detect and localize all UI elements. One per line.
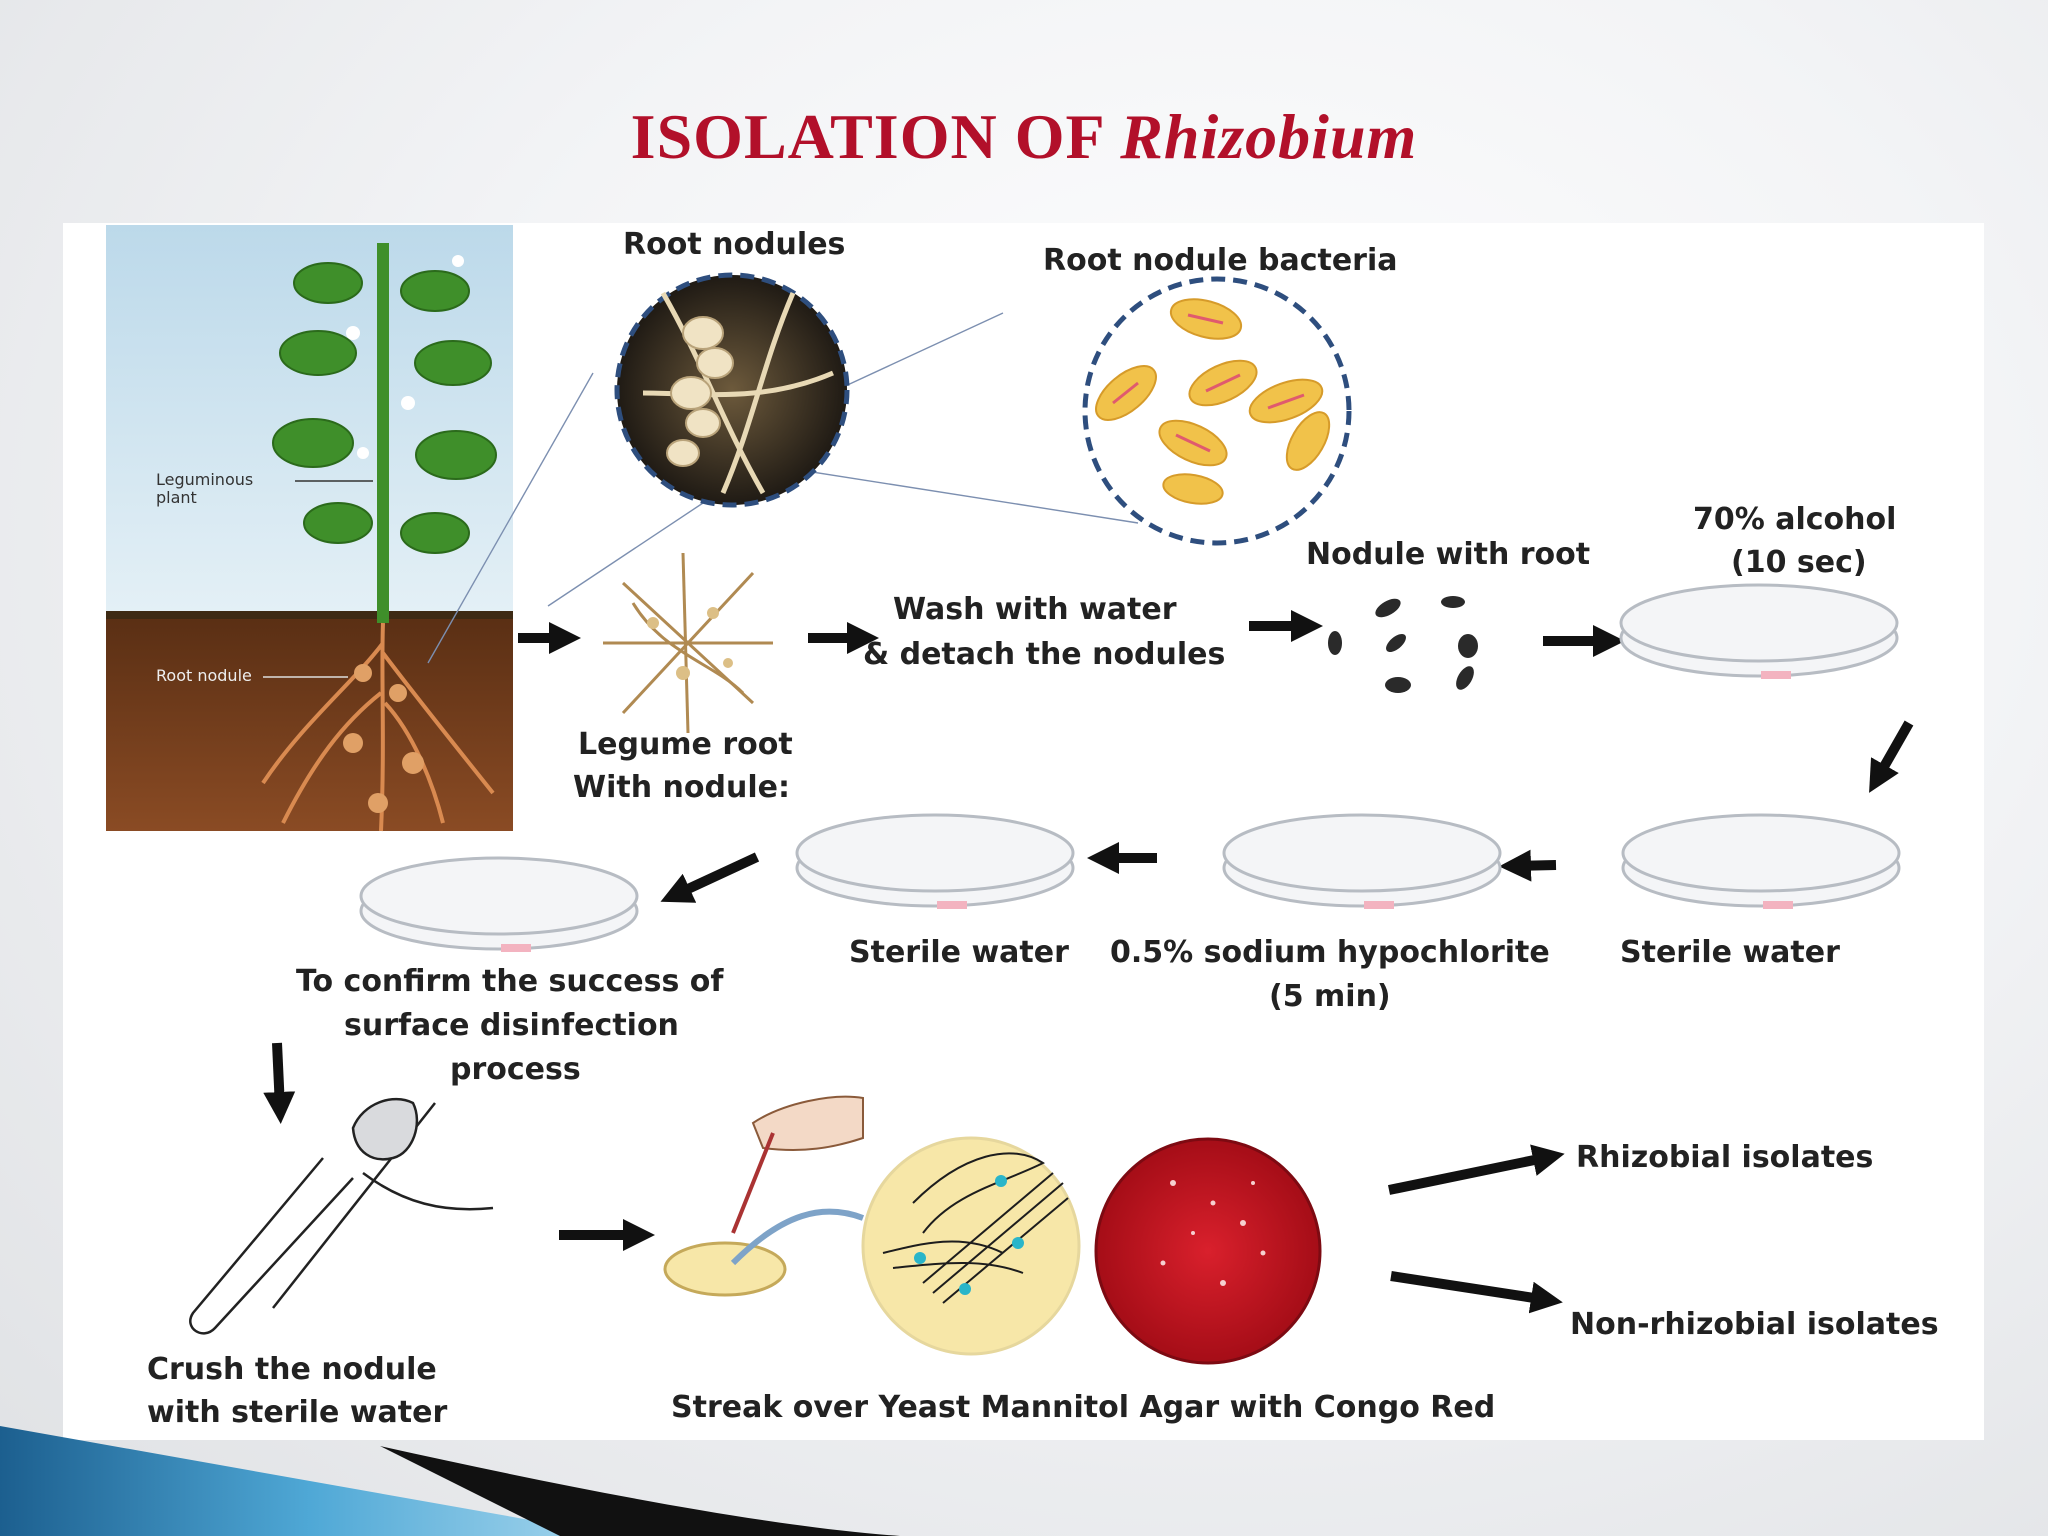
slide-title: ISOLATION OF Rhizobium	[0, 100, 2048, 174]
legume-root-image	[594, 548, 778, 738]
label-hypochlorite-1: 0.5% sodium hypochlorite	[1110, 935, 1550, 970]
label-crush-1: Crush the nodule	[147, 1352, 437, 1387]
title-prefix: ISOLATION OF	[630, 101, 1121, 172]
root-nodules-image	[614, 272, 850, 508]
label-confirm-1: To confirm the success of	[296, 964, 724, 999]
label-sterile-water-mid: Sterile water	[849, 935, 1069, 970]
title-italic: Rhizobium	[1120, 101, 1418, 172]
label-sterile-water-right: Sterile water	[1620, 935, 1840, 970]
label-wash-2: & detach the nodules	[863, 637, 1226, 672]
label-streak: Streak over Yeast Mannitol Agar with Con…	[671, 1390, 1496, 1425]
diagram-panel: Root nodules Root nodule bacteria Legumi…	[63, 223, 1984, 1440]
test-tube-icon	[189, 1097, 494, 1335]
label-non-rhizobial: Non-rhizobial isolates	[1570, 1307, 1939, 1342]
label-root-nodules: Root nodules	[623, 227, 846, 262]
bacteria-icon	[1082, 276, 1352, 546]
petri-dish-icon	[359, 583, 1901, 952]
label-leguminous-plant: Leguminous plant	[156, 470, 254, 507]
label-alcohol-1: 70% alcohol	[1693, 502, 1897, 537]
yma-streak-plate	[861, 1136, 1081, 1356]
label-root-nodule-bacteria: Root nodule bacteria	[1043, 243, 1398, 278]
label-alcohol-2: (10 sec)	[1731, 545, 1867, 580]
label-legume-root: Legume root	[578, 727, 793, 762]
label-nodule-with-root: Nodule with root	[1306, 537, 1591, 572]
congo-red-plate	[1094, 1137, 1322, 1365]
label-rhizobial: Rhizobial isolates	[1576, 1140, 1874, 1175]
hand-icon	[663, 1095, 865, 1297]
label-crush-2: with sterile water	[147, 1395, 448, 1430]
nodules-icon	[1328, 596, 1478, 693]
label-root-nodule-small: Root nodule	[156, 666, 252, 685]
label-confirm-2: surface disinfection	[344, 1008, 679, 1043]
label-confirm-3: process	[450, 1052, 581, 1087]
plant-icon	[106, 225, 513, 832]
decorative-corner-swoosh	[0, 1426, 900, 1536]
process-diagram	[106, 225, 1914, 1365]
label-with-nodules: With nodule:	[573, 770, 790, 805]
arrow-right-icon	[263, 609, 1914, 1314]
label-wash-1: Wash with water	[893, 592, 1177, 627]
label-hypochlorite-2: (5 min)	[1269, 979, 1391, 1014]
